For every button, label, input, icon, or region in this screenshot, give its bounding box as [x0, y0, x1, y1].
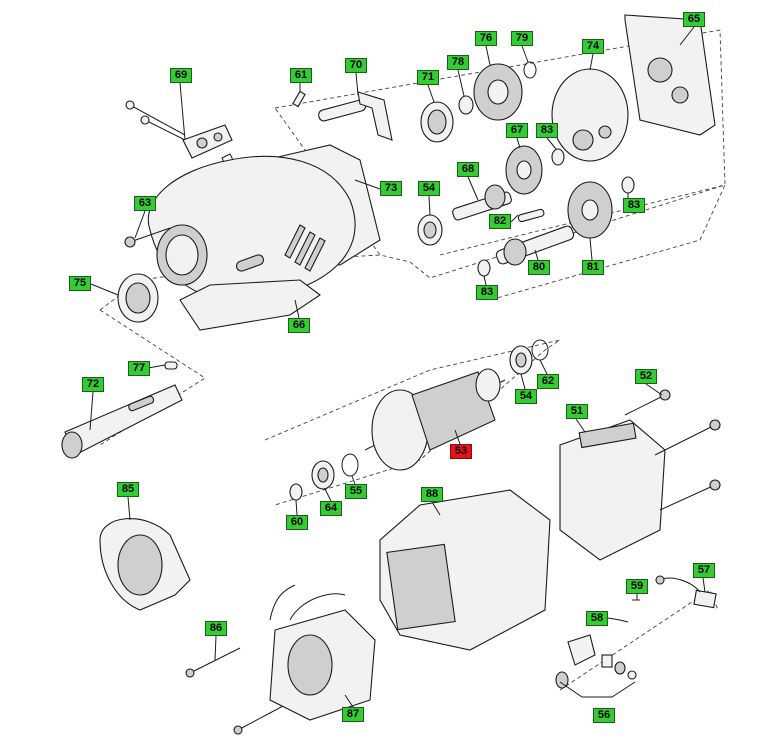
gear-76 — [473, 63, 523, 121]
retaining-ring-55 — [341, 453, 359, 477]
motor-housing — [379, 489, 551, 651]
gear-housing — [147, 144, 381, 331]
callout-86: 86 — [205, 621, 227, 636]
motor-end-housing — [559, 419, 666, 561]
washer-60 — [289, 483, 303, 501]
key-82 — [517, 208, 545, 223]
callout-74: 74 — [582, 39, 604, 54]
callout-54-top: 54 — [418, 181, 440, 196]
bearing-71 — [420, 101, 454, 143]
callout-87: 87 — [342, 707, 364, 722]
callout-80: 80 — [528, 260, 550, 275]
screw-58 — [619, 619, 629, 623]
callout-53: 53 — [450, 444, 472, 459]
field-coil — [269, 584, 376, 721]
callout-61: 61 — [290, 68, 312, 83]
retaining-ring-79 — [523, 61, 537, 79]
gear-81 — [567, 181, 613, 239]
callout-73: 73 — [380, 181, 402, 196]
spindle — [61, 384, 183, 459]
washer-78 — [458, 95, 474, 115]
callout-81: 81 — [582, 260, 604, 275]
callout-69: 69 — [170, 68, 192, 83]
bearing-64 — [311, 460, 335, 490]
gear-cover — [624, 14, 716, 136]
callout-52: 52 — [635, 369, 657, 384]
callout-57: 57 — [693, 563, 715, 578]
callout-83-top: 83 — [536, 123, 558, 138]
callout-63: 63 — [134, 196, 156, 211]
lever — [318, 91, 393, 141]
callout-56: 56 — [593, 708, 615, 723]
callout-83-bottom: 83 — [476, 285, 498, 300]
callout-68: 68 — [457, 162, 479, 177]
needle-bearing-83b — [621, 176, 635, 194]
bearing-54b — [509, 345, 533, 375]
callout-54-mid: 54 — [515, 389, 537, 404]
brush-holder — [555, 634, 637, 698]
large-bearing — [117, 273, 159, 323]
callout-60: 60 — [286, 515, 308, 530]
assembly-outline-armature — [264, 339, 561, 506]
callout-55: 55 — [345, 484, 367, 499]
intermediate-shaft — [452, 184, 512, 221]
clamp-screws — [125, 100, 234, 165]
armature — [364, 368, 506, 471]
bearing-plate — [551, 68, 629, 162]
callout-65: 65 — [683, 12, 705, 27]
spindle-key — [164, 361, 178, 370]
field-screws — [185, 647, 286, 735]
output-shaft — [495, 225, 575, 266]
callout-82: 82 — [489, 214, 511, 229]
assembly-outline-gearbox — [274, 29, 726, 279]
callout-75: 75 — [69, 276, 91, 291]
needle-bearing-83c — [477, 259, 491, 277]
callout-76: 76 — [475, 31, 497, 46]
callout-83-right: 83 — [623, 198, 645, 213]
callout-78: 78 — [447, 55, 469, 70]
callout-79: 79 — [511, 31, 533, 46]
fan-guide — [99, 518, 191, 611]
callout-72: 72 — [82, 377, 104, 392]
callout-62: 62 — [537, 374, 559, 389]
callout-59: 59 — [626, 579, 648, 594]
leader-lines — [89, 26, 706, 708]
pin — [292, 90, 306, 108]
callout-77: 77 — [128, 361, 150, 376]
callout-64: 64 — [320, 501, 342, 516]
needle-bearing-83a — [551, 148, 565, 166]
callout-66: 66 — [288, 318, 310, 333]
callout-67: 67 — [506, 123, 528, 138]
housing-screw — [124, 227, 171, 248]
bearing-54a — [417, 214, 443, 246]
callout-58: 58 — [586, 611, 608, 626]
callout-51: 51 — [566, 404, 588, 419]
callout-70: 70 — [345, 58, 367, 73]
callout-88: 88 — [421, 487, 443, 502]
callout-71: 71 — [417, 70, 439, 85]
gear-67 — [505, 145, 543, 195]
callout-85: 85 — [117, 482, 139, 497]
long-screws — [624, 389, 721, 511]
carbon-brush — [655, 575, 717, 609]
